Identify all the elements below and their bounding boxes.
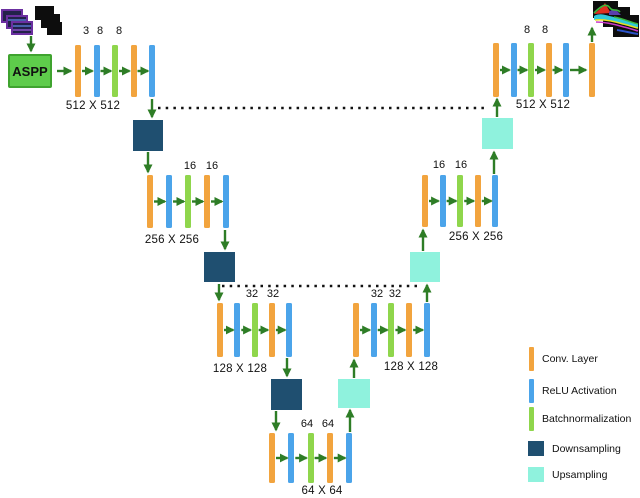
- conv-bar: [493, 43, 499, 97]
- resolution-label: 128 X 128: [212, 363, 268, 375]
- conv-bar: [353, 303, 359, 357]
- conv-bar: [422, 175, 428, 227]
- conv-bar: [75, 45, 81, 97]
- batchnorm-bar: [185, 175, 191, 228]
- relu-bar: [370, 303, 377, 357]
- relu-bar: [346, 433, 353, 483]
- batchnorm-bar: [112, 45, 118, 97]
- legend-label-upsampling: Upsampling: [552, 468, 608, 481]
- legend-label-batchnorm: Batchnormalization: [542, 413, 632, 425]
- batchnorm-bar: [251, 303, 258, 357]
- aspp-label: ASPP: [12, 63, 48, 79]
- filter-count-label: 8: [541, 24, 549, 36]
- filter-count-label: 3: [82, 25, 90, 37]
- downsampling-block: [133, 120, 163, 151]
- filter-count-label: 16: [205, 160, 219, 172]
- resolution-label: 256 X 256: [144, 234, 200, 246]
- upsampling-swatch: [528, 467, 544, 482]
- batchnormalization-swatch: [529, 407, 534, 431]
- relu-bar: [492, 175, 499, 227]
- filter-count-label: 16: [454, 159, 468, 171]
- upsampling-block: [482, 118, 513, 149]
- relu-bar: [234, 303, 241, 357]
- relu-bar: [166, 175, 172, 228]
- batchnorm-bar: [388, 303, 395, 357]
- conv-bar: [474, 175, 481, 227]
- filter-count-label: 8: [96, 25, 104, 37]
- relu-bar: [510, 43, 517, 97]
- legend-label-downsampling: Downsampling: [552, 442, 621, 455]
- relu-bar: [423, 303, 430, 357]
- resolution-label: 512 X 512: [515, 99, 571, 111]
- filter-count-label: 32: [388, 288, 402, 300]
- filter-count-label: 32: [266, 288, 280, 300]
- resolution-label: 64 X 64: [301, 485, 343, 497]
- legend-item-downsampling: Downsampling: [528, 441, 621, 456]
- filter-count-label: 16: [432, 159, 446, 171]
- conv-bar: [147, 175, 153, 228]
- downsampling-swatch: [528, 441, 544, 456]
- filter-count-label: 8: [523, 24, 531, 36]
- conv-bar: [326, 433, 333, 483]
- conv-bar: [130, 45, 137, 97]
- legend-item-conv: Conv. Layer: [529, 347, 598, 371]
- upsampling-block: [410, 252, 440, 282]
- downsampling-block: [204, 252, 235, 282]
- relu-bar: [288, 433, 295, 483]
- relu-activation-swatch: [529, 379, 534, 403]
- upsampling-block: [338, 379, 370, 408]
- filter-count-label: 64: [300, 418, 314, 430]
- conv-bar: [204, 175, 210, 228]
- output-image-stack: [593, 1, 639, 37]
- conv-bar: [269, 433, 275, 483]
- mask-input-tiles: [35, 6, 62, 35]
- filter-count-label: 16: [183, 160, 197, 172]
- conv-bar: [406, 303, 413, 357]
- legend-label-conv: Conv. Layer: [542, 353, 598, 365]
- legend-label-relu: ReLU Activation: [542, 385, 617, 397]
- relu-bar: [223, 175, 229, 228]
- input-image-stack: [1, 6, 62, 35]
- resolution-label: 128 X 128: [383, 361, 439, 373]
- legend-item-relu: ReLU Activation: [529, 379, 617, 403]
- relu-bar: [149, 45, 155, 97]
- resolution-label: 256 X 256: [448, 231, 504, 243]
- relu-bar: [439, 175, 446, 227]
- aspp-block: ASPP: [8, 54, 52, 88]
- legend-item-batchnorm: Batchnormalization: [529, 407, 631, 431]
- relu-bar: [93, 45, 100, 97]
- conv-bar: [589, 43, 595, 97]
- filter-count-label: 64: [321, 418, 335, 430]
- conv-bar: [545, 43, 552, 97]
- resolution-label: 512 X 512: [65, 100, 121, 112]
- batchnorm-bar: [457, 175, 464, 227]
- downsampling-block: [271, 379, 302, 410]
- filter-count-label: 8: [115, 25, 123, 37]
- filter-count-label: 32: [370, 288, 384, 300]
- relu-bar: [563, 43, 569, 97]
- batchnorm-bar: [307, 433, 314, 483]
- conv-layer-swatch: [529, 347, 534, 371]
- seismic-input-tiles: [1, 9, 33, 35]
- batchnorm-bar: [528, 43, 534, 97]
- relu-bar: [286, 303, 293, 357]
- legend-item-upsampling: Upsampling: [528, 467, 607, 482]
- conv-bar: [268, 303, 275, 357]
- conv-bar: [217, 303, 223, 357]
- filter-count-label: 32: [245, 288, 259, 300]
